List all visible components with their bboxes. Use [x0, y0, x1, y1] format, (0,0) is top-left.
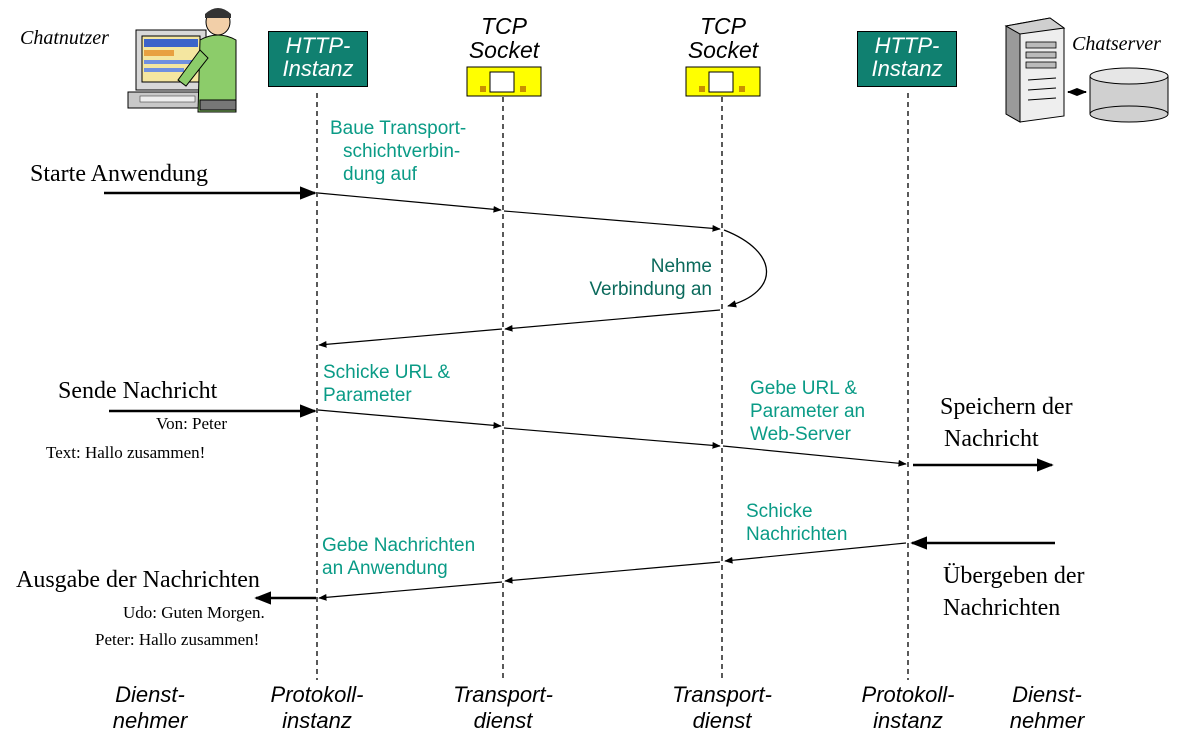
- message-nehme: Nehme Verbindung an: [560, 255, 712, 301]
- tcp-left-line1: TCP: [481, 13, 527, 39]
- http-right-line2: Instanz: [871, 56, 943, 81]
- message-baue-line1: Baue Transport-: [330, 118, 467, 139]
- bottom-transport-left-line2: dienst: [473, 708, 533, 733]
- bottom-transportdienst-right: Transport- dienst: [652, 682, 792, 734]
- event-uebergeben-line1: Übergeben der: [943, 563, 1085, 589]
- arrow-back-1: [504, 309, 721, 332]
- bottom-dienstnehmer-right: Dienst- nehmer: [992, 682, 1102, 734]
- client-actor-label: Chatnutzer: [20, 27, 109, 49]
- message-nehme-line2: Verbindung an: [589, 279, 712, 300]
- message-gebe-nachrichten-line1: Gebe Nachrichten: [322, 535, 476, 556]
- arrow-url-2: [503, 427, 721, 449]
- bottom-protokoll-left-line1: Protokoll-: [270, 682, 364, 707]
- bottom-transport-right-line1: Transport-: [672, 682, 772, 707]
- bottom-dienstnehmer-left-line1: Dienst-: [115, 682, 185, 707]
- message-schicke-nachrichten: Schicke Nachrichten: [746, 500, 847, 546]
- message-gebe-url-line2: Parameter an: [750, 401, 866, 422]
- event-ausgabe-line1: Udo: Guten Morgen.: [123, 603, 265, 622]
- arrow-url-1: [317, 409, 502, 429]
- tcp-socket-right-box: [685, 66, 761, 97]
- bottom-transport-right-line2: dienst: [692, 708, 752, 733]
- arrow-msg-1: [724, 542, 907, 564]
- arrow-back-2: [318, 328, 503, 348]
- tcp-socket-left-box: [466, 66, 542, 97]
- bottom-transport-left-line1: Transport-: [453, 682, 553, 707]
- arrow-msg-2: [504, 561, 721, 584]
- server-tower-icon: [1004, 17, 1066, 123]
- arrow-nehme-curve: [723, 229, 768, 308]
- event-sende-text: Text: Hallo zusammen!: [46, 443, 206, 462]
- event-uebergeben: Übergeben der Nachrichten: [943, 560, 1085, 624]
- http-left-line1: HTTP-: [285, 33, 351, 58]
- tcp-socket-right-title: TCP Socket: [674, 14, 772, 62]
- bottom-dienstnehmer-left: Dienst- nehmer: [95, 682, 205, 734]
- bottom-dienstnehmer-right-line1: Dienst-: [1012, 682, 1082, 707]
- arrow-baue-1: [317, 192, 502, 213]
- event-ausgabe-line2: Peter: Hallo zusammen!: [95, 630, 260, 649]
- message-gebe-nachrichten: Gebe Nachrichten an Anwendung: [322, 534, 475, 580]
- server-actor-label: Chatserver: [1072, 33, 1161, 55]
- tcp-right-line1: TCP: [700, 13, 746, 39]
- arrow-baue-2: [503, 210, 721, 232]
- tcp-left-line2: Socket: [468, 37, 540, 63]
- event-speichern: Speichern der Nachricht: [940, 391, 1073, 455]
- arrow-msg-3: [318, 581, 503, 601]
- event-uebergeben-line2: Nachrichten: [943, 595, 1061, 621]
- bottom-dienstnehmer-right-line2: nehmer: [1009, 708, 1085, 733]
- bottom-protokollinstanz-left: Protokoll- instanz: [252, 682, 382, 734]
- bottom-protokoll-right-line1: Protokoll-: [861, 682, 955, 707]
- computer-user-icon: [127, 8, 237, 113]
- message-schicke-url-line1: Schicke URL &: [323, 362, 451, 383]
- http-right-line1: HTTP-: [874, 33, 940, 58]
- http-instance-left-box: HTTP- Instanz: [268, 31, 368, 87]
- message-schicke-url: Schicke URL & Parameter: [323, 361, 450, 407]
- message-baue: Baue Transport- schichtverbin- dung auf: [330, 117, 466, 186]
- tcp-right-line2: Socket: [687, 37, 759, 63]
- bottom-dienstnehmer-left-line2: nehmer: [112, 708, 188, 733]
- event-speichern-line2: Nachricht: [944, 426, 1039, 452]
- http-left-line2: Instanz: [282, 56, 354, 81]
- message-gebe-url: Gebe URL & Parameter an Web-Server: [750, 377, 865, 446]
- message-gebe-url-line3: Web-Server: [750, 424, 852, 445]
- database-icon: [1089, 67, 1169, 123]
- message-schicke-nachrichten-line2: Nachrichten: [746, 524, 848, 545]
- event-speichern-line1: Speichern der: [940, 394, 1073, 420]
- http-instance-right-box: HTTP- Instanz: [857, 31, 957, 87]
- tcp-socket-left-title: TCP Socket: [455, 14, 553, 62]
- message-baue-line3: dung auf: [343, 164, 417, 185]
- message-gebe-url-line1: Gebe URL &: [750, 378, 858, 399]
- event-sende: Sende Nachricht: [58, 378, 218, 404]
- message-schicke-nachrichten-line1: Schicke: [746, 501, 813, 522]
- bottom-protokoll-right-line2: instanz: [873, 708, 943, 733]
- message-schicke-url-line2: Parameter: [323, 385, 412, 406]
- message-gebe-nachrichten-line2: an Anwendung: [322, 558, 448, 579]
- bottom-protokollinstanz-right: Protokoll- instanz: [843, 682, 973, 734]
- event-ausgabe: Ausgabe der Nachrichten: [16, 567, 260, 593]
- event-starte: Starte Anwendung: [30, 161, 208, 187]
- bottom-protokoll-left-line2: instanz: [282, 708, 352, 733]
- event-sende-von: Von: Peter: [156, 414, 227, 433]
- bottom-transportdienst-left: Transport- dienst: [433, 682, 573, 734]
- message-nehme-line1: Nehme: [650, 256, 712, 277]
- message-baue-line2: schichtverbin-: [343, 141, 461, 162]
- arrow-url-3: [722, 445, 907, 467]
